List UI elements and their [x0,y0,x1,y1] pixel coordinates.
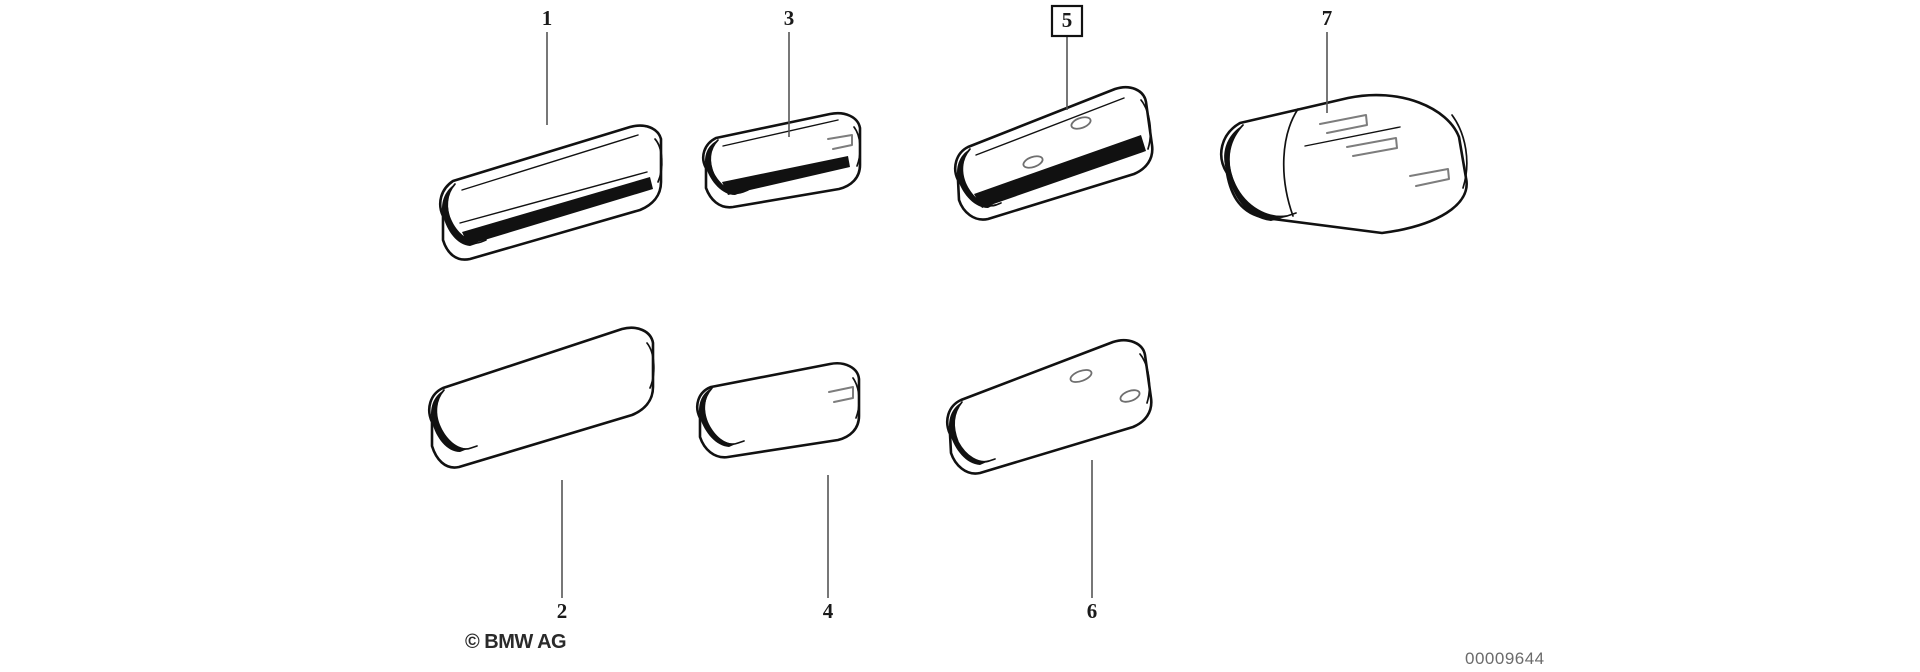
part-7-hook-mark-c [1409,168,1450,187]
callout-1[interactable]: 1 [542,6,553,125]
copyright-notice: © BMW AG [465,631,566,653]
callout-2[interactable]: 2 [557,480,568,623]
part-4-mouth-inner [703,387,745,445]
callout-7[interactable]: 7 [1322,6,1333,113]
part-1-tailpipe-tip-long-ribbed[interactable] [439,124,663,261]
part-3-tailpipe-tip-short-hooked[interactable] [702,111,862,209]
callouts-group: 1 3 5 7 2 [542,4,1333,623]
part-1-rib-lower [459,171,648,224]
part-5-hole-a [1070,116,1092,130]
part-6-mouth-shadow [949,402,989,465]
part-7-end-cap [1451,114,1468,189]
part-7-mouth-inner [1228,124,1297,218]
part-6-end-cap [1139,353,1151,404]
part-3-rib-shade [722,156,850,195]
part-6-tailpipe-tip-drilled-plain[interactable] [946,338,1153,475]
callout-1-label: 1 [542,6,553,30]
callout-4-label: 4 [823,599,834,623]
callout-5-box [1050,4,1084,38]
part-5-mouth-inner [961,148,1002,207]
part-1-end-cap [654,138,663,183]
part-1-mouth-shadow [442,184,479,246]
part-4-end-cap [852,377,860,419]
part-5-mouth-shadow [957,149,996,208]
part-7-hook-mark-a [1319,114,1368,134]
callout-6-label: 6 [1087,599,1098,623]
part-3-mouth-inner [709,139,749,194]
callout-6[interactable]: 6 [1087,460,1098,623]
part-4-tailpipe-tip-short-plain[interactable] [696,362,861,459]
part-7-tailpipe-tip-oval-wide[interactable] [1219,93,1468,235]
part-2-tailpipe-tip-long-plain[interactable] [428,326,655,469]
part-7-fold-crease [1282,108,1299,217]
part-2-mouth-shadow [431,390,470,452]
part-2-body [428,326,655,469]
part-2-mouth-inner [435,389,478,450]
part-4-body [696,362,861,459]
part-3-rib-upper [722,119,839,147]
part-4-hook-mark [828,386,854,403]
callout-5-label: 5 [1062,8,1073,32]
part-1-rib-upper [461,134,639,191]
part-7-hook-mark-b [1346,137,1398,157]
part-4-mouth-shadow [699,388,738,447]
callout-2-label: 2 [557,599,568,623]
callout-4[interactable]: 4 [823,475,834,623]
part-3-mouth-shadow [705,140,743,195]
part-5-tailpipe-tip-drilled-long[interactable] [954,85,1154,221]
callout-5[interactable]: 5 [1050,4,1084,110]
callout-3[interactable]: 3 [784,6,795,137]
part-6-body [946,338,1153,475]
part-3-hook-mark [827,134,853,150]
callout-7-label: 7 [1322,6,1333,30]
part-2-end-cap [646,342,655,389]
part-5-end-cap [1140,99,1152,150]
part-1-rib-shade [462,177,653,245]
part-6-hole-a [1069,369,1093,383]
part-3-end-cap [853,126,861,167]
diagram-reference-number: 00009644 [1465,649,1545,668]
callout-3-label: 3 [784,6,795,30]
part-6-hole-b [1119,389,1141,403]
part-7-surface-line [1304,126,1401,147]
part-5-rib-upper [975,97,1125,156]
part-5-rib-shade [974,135,1146,208]
part-7-mouth-shadow [1224,125,1286,221]
part-5-hole-b [1022,155,1044,169]
part-6-mouth-inner [953,401,996,463]
